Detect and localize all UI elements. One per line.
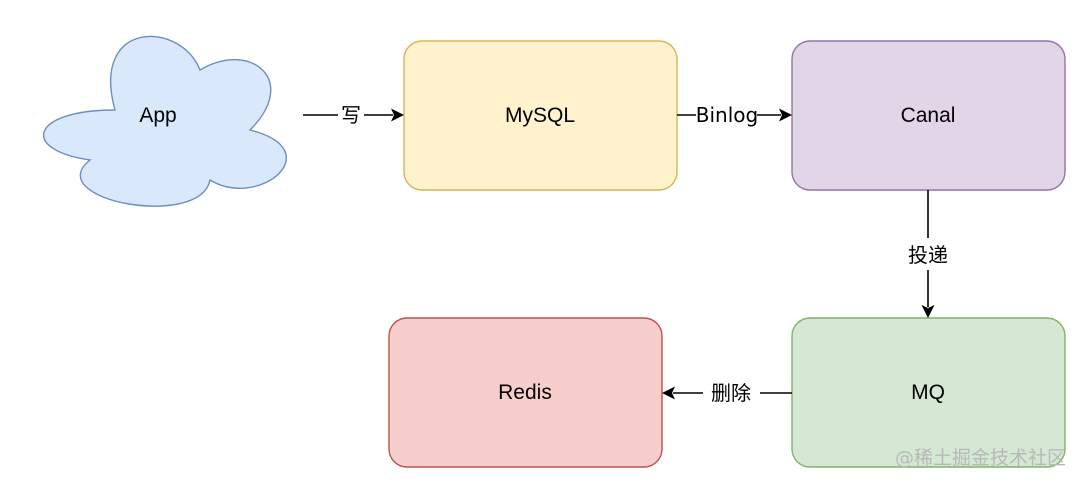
edge-mysql-canal-label: Binlog: [696, 103, 758, 127]
watermark-text: @稀土掘金技术社区: [895, 447, 1066, 469]
arrowhead-right-icon: [779, 108, 792, 122]
edge-mq-to-redis: 删除: [662, 381, 792, 405]
edge-canal-mq-label: 投递: [908, 243, 948, 267]
arrowhead-left-icon: [662, 386, 675, 400]
arrowhead-right-icon: [391, 108, 404, 122]
redis-node: Redis: [388, 317, 663, 468]
app-node: App: [43, 35, 287, 207]
edge-canal-to-mq: 投递: [908, 190, 948, 318]
mq-node: MQ: [791, 317, 1066, 468]
app-label: App: [139, 104, 176, 127]
edge-app-mysql-label: 写: [341, 103, 361, 127]
canal-label: Canal: [901, 104, 956, 127]
edge-app-to-mysql: 写: [303, 103, 404, 127]
redis-label: Redis: [498, 381, 552, 404]
mq-label: MQ: [911, 381, 945, 404]
mysql-label: MySQL: [505, 104, 575, 127]
edge-mysql-to-canal: Binlog: [677, 103, 792, 127]
edge-mq-redis-label: 删除: [711, 381, 751, 405]
arrowhead-down-icon: [921, 305, 935, 318]
redis-box: [388, 317, 663, 468]
app-cloud-shape: [43, 35, 287, 207]
canal-node: Canal: [791, 40, 1066, 191]
mysql-node: MySQL: [403, 40, 678, 191]
